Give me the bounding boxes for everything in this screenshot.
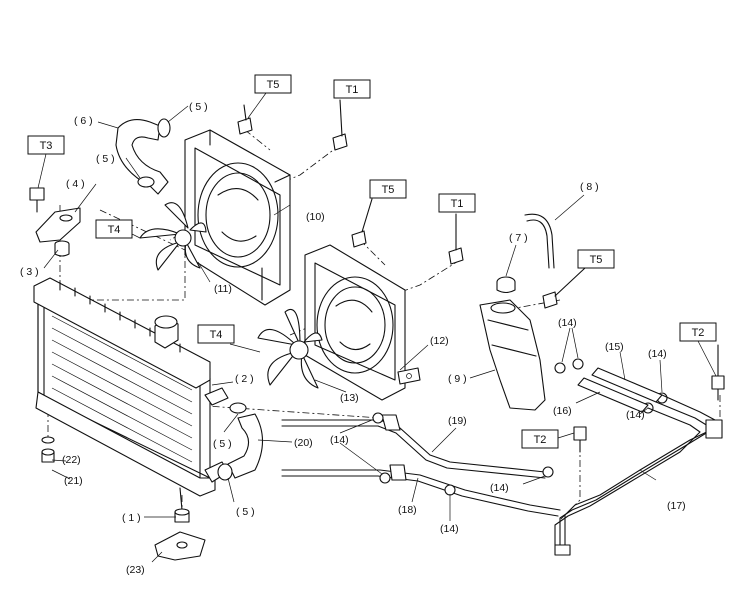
torque-tag-text: T1 [346,84,359,96]
oil-cooler-pipe-18 [281,464,561,517]
torque-tag-t2-2: T2 [521,429,575,449]
shroud-bolt-t5-1 [237,104,253,135]
label-part-5-lower-b: ( 5 ) [236,506,255,518]
label-part-15: (15) [605,341,624,353]
torque-tag-t1-2: T1 [438,193,476,213]
torque-tag-t5-1: T5 [247,74,292,119]
label-part-5-lower-a: ( 5 ) [213,438,232,450]
torque-tag-text: T4 [210,329,223,341]
label-part-21: (21) [64,475,83,487]
reservoir-tank [479,299,546,411]
shroud-bolt-t5-2 [351,198,373,248]
pipe-bolt-t2-1 [573,426,587,453]
label-part-9: ( 9 ) [448,373,467,385]
label-part-2: ( 2 ) [235,373,254,385]
overflow-hose [524,213,555,269]
leader-lines [43,105,663,563]
label-part-12: (12) [430,335,449,347]
cooler-pipe-assembly [554,394,723,556]
torque-tag-text: T5 [382,184,395,196]
label-part-19: (19) [448,415,467,427]
part-labels: ( 6 ) ( 5 ) ( 5 ) ( 4 ) ( 3 ) (10) (11) … [20,101,686,576]
hose-clamp-upper-a [157,118,171,138]
lower-hose [227,413,264,479]
label-part-14-pipes: (14) [330,434,349,446]
reservoir-cap [496,276,516,294]
upper-hose [115,119,169,195]
label-part-14-tank: (14) [558,317,577,329]
reservoir-bolt-t5 [542,267,586,309]
torque-tag-text: T4 [108,224,121,236]
torque-tag-t4-2: T4 [197,324,235,344]
hose-16 [577,377,649,413]
label-part-20: (20) [294,437,313,449]
torque-tag-text: T3 [40,140,53,152]
clamp-14-a [372,412,384,424]
pipe-bolt-t2-2 [711,344,725,401]
clamp-14-b [379,472,391,484]
torque-tag-text: T2 [534,434,547,446]
radiator [33,277,229,511]
torque-tag-t1-1: T1 [333,79,371,99]
shroud-bolt-t1-1 [332,99,348,151]
torque-tag-text: T5 [590,254,603,266]
label-part-14-right: (14) [648,348,667,360]
fan-blade-2 [257,309,323,389]
torque-tag-t5-3: T5 [577,249,615,269]
torque-tag-t2-1: T2 [679,322,717,377]
hose-clamp-upper-b [137,176,155,188]
torque-tag-t4-1: T4 [95,219,133,239]
label-part-11: (11) [214,283,232,295]
label-part-5-hose: ( 5 ) [96,153,115,165]
label-part-14-bottom: (14) [440,523,459,535]
lower-cushion [174,508,190,523]
hose-clamp-lower-a [229,402,247,414]
label-part-23: (23) [126,564,145,576]
fan-blade-1 [139,202,207,271]
label-part-5-upper: ( 5 ) [189,101,208,113]
torque-tag-text: T5 [267,79,280,91]
clamp-14-c [444,484,456,496]
label-part-4: ( 4 ) [66,178,85,190]
shroud-bolt-t1-2 [448,213,464,265]
upper-bracket [29,187,81,243]
label-part-1: ( 1 ) [122,512,141,524]
label-part-8: ( 8 ) [580,181,599,193]
torque-tag-t3: T3 [27,135,65,189]
upper-cushion [54,240,70,257]
label-part-14-mid: (14) [626,409,645,421]
label-part-3: ( 3 ) [20,266,39,278]
label-part-22: (22) [62,454,81,466]
torque-tag-text: T2 [692,327,705,339]
label-part-14-pipe-end: (14) [490,482,509,494]
fan-shroud-1 [184,129,291,306]
oil-cooler-pipe-19 [281,414,546,479]
clamp-14-d [542,466,554,478]
label-part-7: ( 7 ) [509,232,528,244]
label-part-17: (17) [667,500,686,512]
label-part-16: (16) [553,405,572,417]
hose-clamp-lower-b [217,463,233,481]
fan-shroud-2 [304,244,421,401]
clamp-14-e [554,358,584,374]
drain-plug [41,436,55,463]
torque-tag-t5-2: T5 [369,179,407,199]
label-part-6: ( 6 ) [74,115,93,127]
label-part-13: (13) [340,392,359,404]
label-part-18: (18) [398,504,417,516]
torque-tag-text: T1 [451,198,464,210]
label-part-10: (10) [306,211,325,223]
lower-bracket [154,531,206,561]
